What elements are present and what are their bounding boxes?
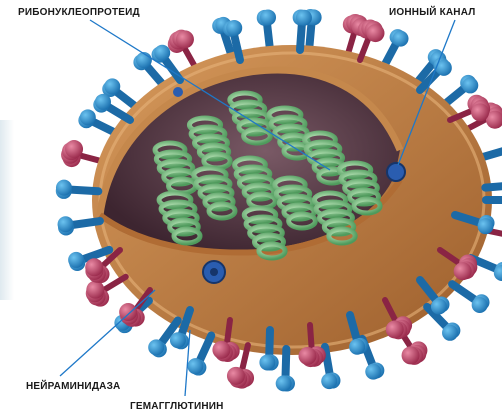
pointer-neuraminidase bbox=[60, 290, 155, 376]
hemagglutinin-spike bbox=[276, 349, 295, 392]
hemagglutinin-spike bbox=[257, 9, 276, 51]
hemagglutinin-label: ГЕМАГГЛЮТИНИН bbox=[130, 401, 224, 412]
hemagglutinin-spike bbox=[56, 180, 99, 199]
ion-channel-label: ИОННЫЙ КАНАЛ bbox=[389, 7, 475, 18]
hemagglutinin-spike bbox=[187, 335, 211, 375]
hemagglutinin-spike bbox=[383, 29, 409, 68]
hemagglutinin-spike bbox=[452, 284, 489, 313]
ribonucleoprotein-label: РИБОНУКЛЕОПРОТЕИД bbox=[18, 7, 140, 18]
hemagglutinin-spike bbox=[58, 216, 100, 235]
neuraminidase-label: НЕЙРАМИНИДАЗА bbox=[26, 381, 120, 392]
neuraminidase-spike bbox=[358, 20, 385, 60]
